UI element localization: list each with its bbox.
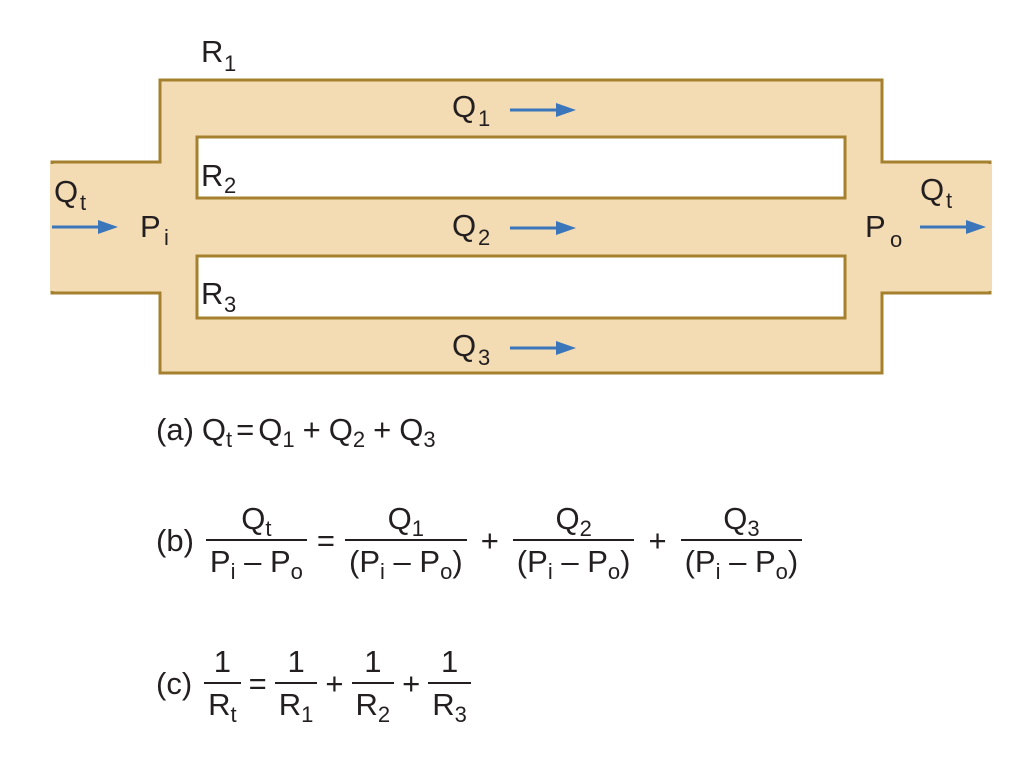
label-sub: i (164, 225, 169, 250)
label-sub: 3 (478, 345, 490, 370)
label-q2: Q 2 (452, 208, 490, 250)
label-sub: 2 (224, 173, 236, 198)
label-main: Q (452, 89, 476, 124)
label-sub: 1 (478, 106, 490, 131)
fraction: 1 R1 (274, 645, 318, 726)
eq-plus: + (373, 412, 392, 447)
eq-plus: + (302, 412, 321, 447)
label-sub: 3 (224, 292, 236, 317)
label-main: R (201, 276, 223, 311)
eq-equals: = (316, 523, 336, 558)
eq-equals: = (236, 412, 255, 447)
eq-term: Qt (201, 412, 233, 452)
label-sub: 1 (224, 51, 236, 76)
eq-term: Q2 (328, 412, 366, 452)
label-main: Q (452, 328, 476, 363)
eq-tag: (a) (156, 412, 194, 447)
eq-plus: + (648, 523, 667, 558)
label-pi: P i (140, 209, 169, 250)
label-main: Q (452, 208, 476, 243)
eq-plus: + (325, 666, 344, 701)
fraction: 1 R3 (428, 645, 471, 726)
label-r3: R 3 (201, 276, 236, 317)
label-sub: 2 (478, 225, 490, 250)
fraction: Q1 (Pi – Po) (345, 502, 467, 583)
label-main: Q (54, 174, 78, 209)
fraction: Q3 (Pi – Po) (680, 502, 803, 583)
equation-c: (c) 1 Rt = 1 R1 + 1 R2 + 1 R3 (156, 645, 477, 726)
label-qt-in: Q t (54, 174, 86, 215)
flow-arrows (52, 103, 986, 355)
eq-tag: (b) (156, 523, 194, 558)
label-sub: o (890, 227, 902, 252)
arrowhead-icon (556, 221, 576, 235)
fraction: Qt Pi – Po (205, 502, 307, 583)
eq-equals: = (248, 666, 267, 701)
label-main: Q (920, 172, 944, 207)
resistor-r3-gap (195, 254, 847, 320)
label-main: P (865, 209, 886, 244)
eq-plus: + (480, 523, 499, 558)
fraction: 1 Rt (204, 645, 241, 726)
arrowhead-icon (966, 220, 986, 234)
label-sub: t (80, 190, 86, 215)
label-r2: R 2 (201, 158, 236, 198)
equation-a: (a) Qt = Q1 + Q2 + Q3 (156, 412, 436, 452)
eq-term: Q3 (399, 412, 436, 452)
label-q1: Q 1 (452, 89, 490, 131)
label-sub: t (946, 188, 952, 213)
eq-term: Q1 (258, 412, 295, 452)
fraction: Q2 (Pi – Po) (512, 502, 635, 583)
arrowhead-icon (98, 220, 118, 234)
arrowhead-icon (556, 341, 576, 355)
label-main: R (201, 34, 223, 69)
arrowhead-icon (556, 103, 576, 117)
eq-tag: (c) (156, 666, 193, 701)
label-r1: R 1 (201, 34, 236, 76)
label-main: R (201, 158, 223, 193)
eq-plus: + (402, 666, 421, 701)
fraction: 1 R2 (351, 645, 395, 726)
label-po: P o (865, 209, 902, 252)
label-qt-out: Q t (920, 172, 952, 213)
label-q3: Q 3 (452, 328, 490, 370)
label-main: P (140, 209, 161, 244)
equation-b: (b) Qt Pi – Po = Q1 (Pi – Po) + Q2 (Pi –… (156, 502, 808, 583)
resistor-r2-gap (195, 135, 847, 200)
